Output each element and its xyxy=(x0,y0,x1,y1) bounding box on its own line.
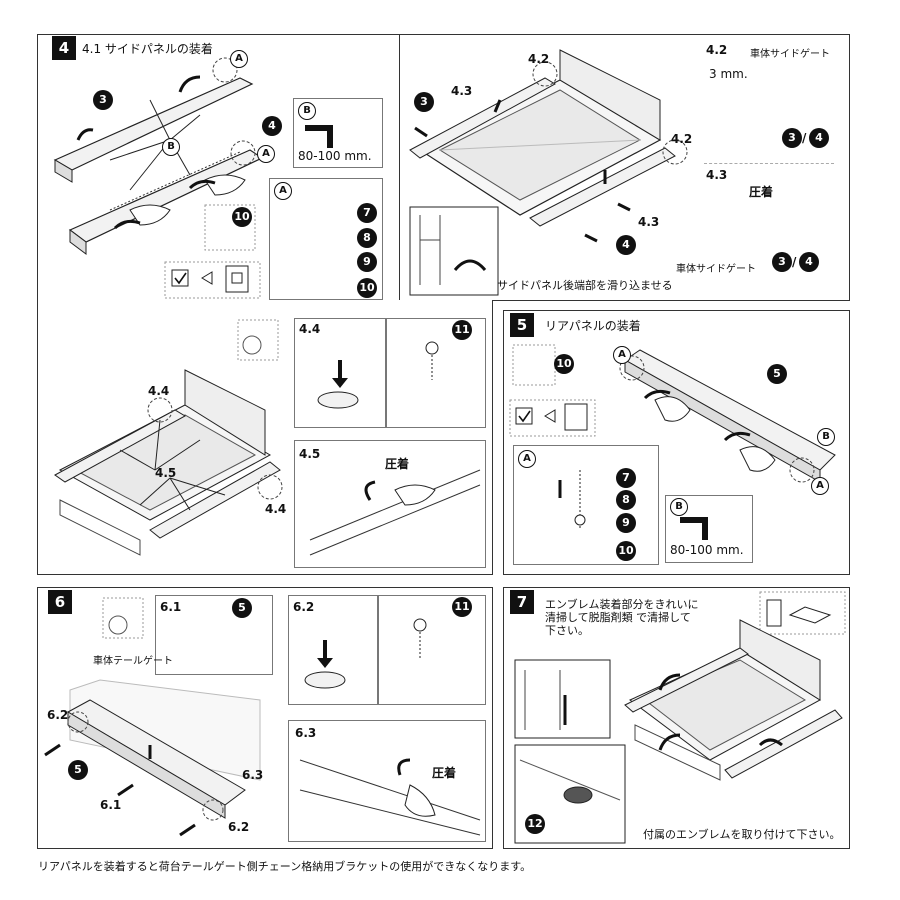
inset-4-5-label: 4.5 xyxy=(299,447,321,461)
inset-A-label: A xyxy=(274,182,292,200)
step6-1-inset xyxy=(155,595,273,675)
part3-callout-b: 3 xyxy=(414,92,434,112)
step4-5-label: 4.5 xyxy=(155,466,177,480)
detail-divider xyxy=(704,163,834,164)
part5-callout-6b: 5 xyxy=(68,760,88,780)
step6-3-inset-label: 6.3 xyxy=(295,726,317,740)
step6-3-inset xyxy=(288,720,486,842)
gap-label: 3 mm. xyxy=(709,67,748,81)
inset-A-5: A xyxy=(518,450,536,468)
part5-callout: 5 xyxy=(767,364,787,384)
part4-callout-d: 4 xyxy=(799,252,819,272)
tail-gate-label: 車体テールゲート xyxy=(93,656,173,667)
part7-callout-5: 7 xyxy=(616,468,636,488)
part10-callout-5b: 10 xyxy=(616,541,636,561)
part10-callout-2: 10 xyxy=(357,278,377,298)
inset-B-5: B xyxy=(670,498,688,516)
step5-dimension-text: 80-100 mm. xyxy=(670,543,744,557)
part3-callout-c: 3 xyxy=(782,128,802,148)
part9-callout: 9 xyxy=(357,252,377,272)
step6-2-label-a: 6.2 xyxy=(47,708,69,722)
part8-callout: 8 xyxy=(357,228,377,248)
step5-title: リアパネルの装着 xyxy=(545,319,641,333)
step4-2-label-b: 4.2 xyxy=(671,132,693,146)
footer-note: リアパネルを装着すると荷台テールゲート側チェーン格納用ブラケットの使用ができなく… xyxy=(38,860,532,873)
step6-3-label: 6.3 xyxy=(242,768,264,782)
part3-callout: 3 xyxy=(93,90,113,110)
part4-callout-b: 4 xyxy=(616,235,636,255)
part12-callout: 12 xyxy=(525,814,545,834)
slide-in-note: サイドパネル後端部を滑り込ませる xyxy=(497,279,673,292)
clip-A-5b: A xyxy=(811,477,829,495)
step4-3-label: 4.3 xyxy=(451,84,473,98)
step6-badge: 6 xyxy=(48,590,72,614)
part3-callout-d: 3 xyxy=(772,252,792,272)
detail-4-3-label: 4.3 xyxy=(706,168,728,182)
press-label-6: 圧着 xyxy=(432,766,457,780)
part4-callout: 4 xyxy=(262,116,282,136)
step4-4-label-b: 4.4 xyxy=(265,502,287,516)
clip-A-callout: A xyxy=(230,50,248,68)
step4-4-label-a: 4.4 xyxy=(148,384,170,398)
side-gate-label-b: 車体サイドゲート xyxy=(676,264,756,275)
clip-A-callout-2: A xyxy=(257,145,275,163)
step4-4-inset-b xyxy=(386,318,486,428)
press-label-b: 圧着 xyxy=(385,457,410,471)
step7-instruction: エンブレム装着部分をきれいに 清掃して脱脂剤類 で清掃して 下さい。 xyxy=(545,598,699,637)
step4-badge: 4 xyxy=(52,36,76,60)
press-label: 圧着 xyxy=(749,185,774,199)
dimension-text: 80-100 mm. xyxy=(298,149,372,163)
detail-4-2-label: 4.2 xyxy=(706,43,728,57)
part10-callout-5: 10 xyxy=(554,354,574,374)
step5-badge: 5 xyxy=(510,313,534,337)
step4-2-label: 4.2 xyxy=(528,52,550,66)
part8-callout-5: 8 xyxy=(616,490,636,510)
part9-callout-5: 9 xyxy=(616,513,636,533)
step7-badge: 7 xyxy=(510,590,534,614)
part11-callout: 11 xyxy=(452,320,472,340)
step4-3-label-b: 4.3 xyxy=(638,215,660,229)
clip-B-callout: B xyxy=(162,138,180,156)
inset-4-4-label: 4.4 xyxy=(299,322,321,336)
clip-A-5a: A xyxy=(613,346,631,364)
slash-2: / xyxy=(792,255,797,269)
step4-title: 4.1 サイドパネルの装着 xyxy=(82,42,213,56)
part11-callout-6: 11 xyxy=(452,597,472,617)
step6-2-label-b: 6.2 xyxy=(228,820,250,834)
slash-1: / xyxy=(802,131,807,145)
step6-1-label: 6.1 xyxy=(100,798,122,812)
inset-B-label: B xyxy=(298,102,316,120)
clip-B-5: B xyxy=(817,428,835,446)
step6-2-inset-label: 6.2 xyxy=(293,600,315,614)
side-gate-label: 車体サイドゲート xyxy=(750,49,830,60)
part7-callout: 7 xyxy=(357,203,377,223)
emblem-note: 付属のエンブレムを取り付けて下さい。 xyxy=(643,828,841,841)
part4-callout-c: 4 xyxy=(809,128,829,148)
step6-1-inset-label: 6.1 xyxy=(160,600,182,614)
part10-callout: 10 xyxy=(232,207,252,227)
part5-callout-6a: 5 xyxy=(232,598,252,618)
